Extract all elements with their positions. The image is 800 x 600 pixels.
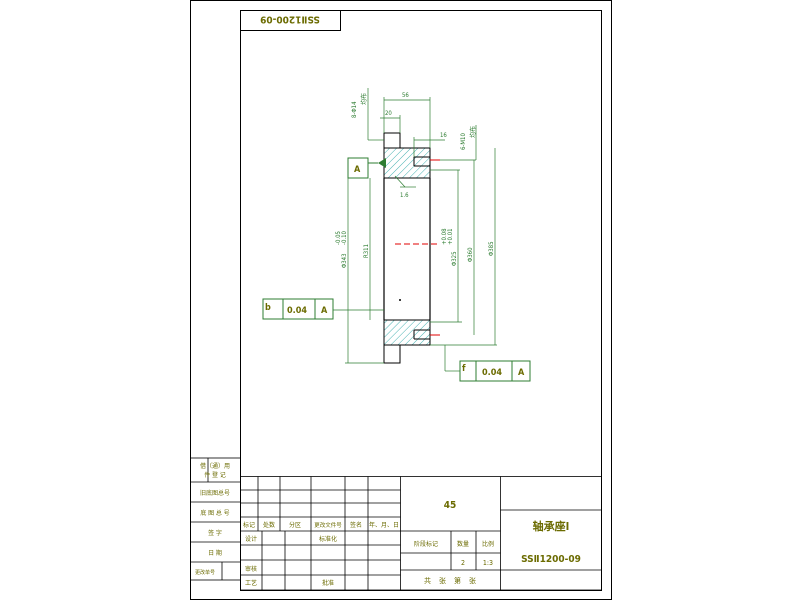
side-row-3: 签 字 [208,529,222,537]
scale-label: 比例 [482,540,494,548]
stage-label: 阶段标记 [414,540,438,548]
side-row-5: 更改单号 [195,569,215,576]
datum-box: A [347,157,378,179]
side-block-texts: 借（通）用 件 登 记 旧底图总号 底 图 总 号 签 字 日 期 更改单号 [195,462,230,576]
side-row-2: 底 图 总 号 [200,509,229,517]
drawing-number-top: SSⅡ1200-09 [260,14,320,25]
approve-label: 批准 [322,579,334,587]
dim-r311: R311 [363,244,370,258]
dim-holes-8-note: 均布 [360,93,368,105]
weight-label: 数量 [457,540,469,548]
part-section-view [378,132,440,364]
dim-outer-tol: -0.05-0.10 [335,230,348,245]
side-top-line-1: 借（通）用 [200,462,230,470]
rev-header-4: 更改文件号 [314,521,342,529]
material: 45 [444,500,457,511]
lower-section-hatch [383,319,431,346]
datum-label: A [354,165,361,175]
dim-inner: Φ325 [451,251,458,266]
roughness-value: 1.6 [400,192,409,199]
rev-header-5: 签名 [350,521,362,529]
sign-row-process: 工艺 [245,579,257,587]
upper-flange-lip [383,132,401,149]
sign-row-review: 审核 [245,565,257,573]
dim-360: Φ360 [467,247,474,262]
tolerance-f-datum: A [518,368,525,378]
dim-385: Φ385 [488,241,495,256]
sheet-inner-border [240,10,602,591]
tolerance-b-datum: A [321,306,328,316]
tolerance-f-symbol: f [462,364,466,374]
dim-outer-fit: Φ343 [341,253,348,268]
lower-tapped-hole [413,329,440,340]
title-block [240,476,602,591]
side-row-4: 日 期 [208,549,222,557]
tolerance-f-value: 0.04 [482,368,502,378]
dim-depth-16: 16 [440,132,447,139]
dim-holes-6: 6-M10 [460,133,467,150]
tolerance-frame-b: b 0.04 A [262,298,334,320]
rev-header-2: 处数 [263,521,275,529]
tolerance-b-symbol: b [265,303,271,313]
std-label: 标准化 [319,535,337,543]
sign-row-design: 设计 [245,535,257,543]
scale-value: 1:3 [483,559,493,567]
dimension-texts: 8-Φ14 均布 56 20 16 6-M10 均布 1.6 Φ343 -0.0… [335,92,495,268]
tolerance-b-value: 0.04 [287,306,307,316]
dim-width-56: 56 [402,92,409,99]
drawing-number-box: SSⅡ1200-09 [240,10,341,31]
title-block-texts: 标记 处数 分区 更改文件号 签名 年、月、日 设计 审核 工艺 标准化 批准 … [243,500,581,587]
tolerance-frame-f: f 0.04 A [459,360,531,382]
side-block [190,457,241,581]
dimension-lines [333,88,497,372]
rev-header-6: 年、月、日 [369,521,399,529]
side-row-1: 旧底图总号 [200,489,230,497]
upper-section-hatch [383,147,431,179]
upper-tapped-hole [413,156,440,167]
dim-width-20: 20 [385,110,392,117]
drawing-number: SSⅡ1200-09 [521,554,581,565]
datum-triangle [378,158,386,168]
rev-header-1: 标记 [243,521,255,529]
part-name: 轴承座Ⅰ [533,519,570,533]
side-top-line-2: 件 登 记 [204,471,225,479]
rev-header-3: 分区 [289,521,301,529]
dim-holes-6-note: 均布 [469,126,477,138]
lower-flange-lip [383,344,401,364]
dim-inner-tol: +0.08+0.01 [441,228,454,245]
dim-holes-8: 8-Φ14 [351,101,358,118]
quantity-value: 2 [461,559,465,567]
sheet-text: 共 张 第 张 [424,576,476,585]
